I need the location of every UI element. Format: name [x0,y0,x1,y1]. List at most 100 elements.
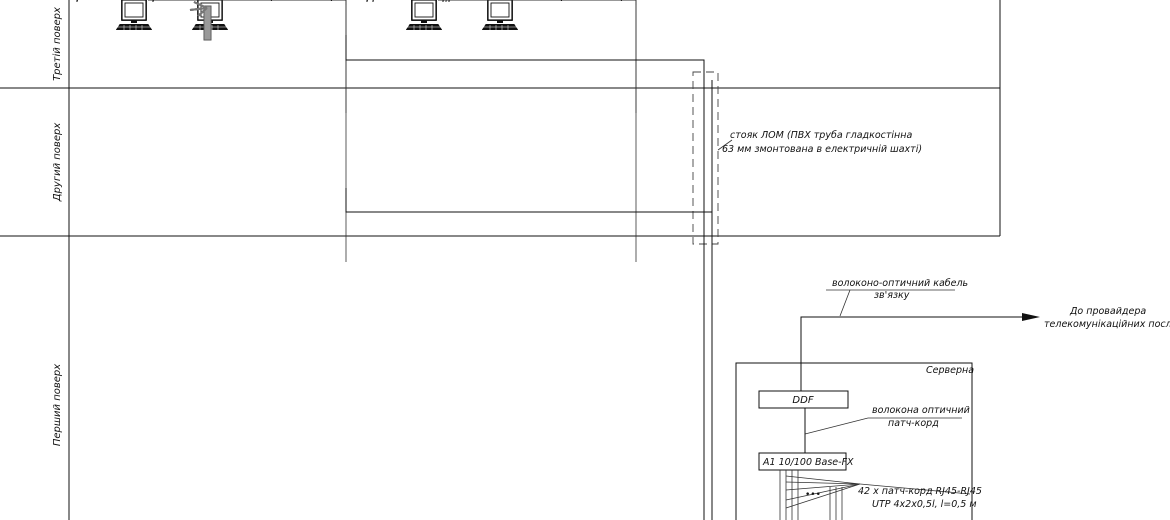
cable-id: DL-15 [240,0,267,3]
workstation: Прим. 75UTP 4x2x0,51DL-20.1 [145,0,346,41]
workstation: Прим. 16UTP 4x2x0,51DL-30 [69,0,346,31]
cable-type: UTP 4x2x0,51 [220,0,286,3]
cable-id: DL-04 [590,0,617,3]
switch-label: A1 10/100 Base-FX [762,457,854,468]
floor-label-2: Другий поверх [52,123,63,203]
room-label: Прим. 82 [145,0,190,3]
room-label: Прим. 9 [441,0,480,3]
cable-type: UTP 4x2x0,51 [510,0,576,3]
cable-id: DL-05 [530,0,557,3]
dots-label: ••• [805,490,821,500]
floor-frame [0,0,1001,520]
cable-id: DL-34 [530,0,557,3]
cable-type: UTP 4x2x0,51 [220,0,286,3]
workstation: Прим. 82UTP 4x2x0,51DL-16 [145,0,346,31]
server-room-title: Серверна [926,365,974,376]
room-label: Прим. 38 [359,0,404,3]
workstation: UTP 4x2x0,51DL-20.2 [189,0,346,41]
cable-id: DL-25 [590,0,617,3]
room-label: Прим. 21 [69,0,114,3]
cable-id: DL-35 [590,0,617,3]
workstation: Прим.21UTP 4x2x0,51DL-06 [438,0,636,31]
workstation: Прим. 19UTP 4x2x0,51DL-21 [145,0,346,41]
workstation: Прим. 11UTP 4x2x0,51DL-27 [435,0,636,31]
cable-id: DL-30 [240,0,267,3]
cable-type: UTP 4x2x0,51 [220,0,286,3]
workstation: Прим. 21UTP 4x2x0,51DL-40 [69,0,346,31]
patch-cord-line2: патч-корд [888,418,939,429]
room-label: Прим. 6 [365,0,404,3]
room-label: Прим. 7 [365,0,404,3]
room-label: Прим. 24 [359,0,404,3]
fiber-cable-line2: зв'язку [874,290,910,301]
cable-id: DL-20.1 [296,0,332,3]
room-label: Прим. 19 [145,0,190,3]
patch-cords-line1: 42 х патч-корд RJ45-RJ45 [858,486,982,497]
cable-id: DL-27 [590,0,617,3]
cable-id: DL-39 [300,0,327,3]
cable-id: DL-19 [240,0,267,3]
room-label: Прим. 39 [435,0,480,3]
workstation: Прим. 14UTP 4x2x0,51DL-39 [145,0,346,31]
workstation: Прим. 10UTP 4x2x0,51DL-26 [359,0,636,31]
cable-type: UTP 4x2x0,51 [280,0,346,3]
cable-id: DL-24 [530,0,557,3]
workstation: Прим. 40UTP 4x2x0,51DL-07 [359,0,636,31]
room-label: Прим. 75 [145,0,190,3]
cable-type: UTP 4x2x0,51 [280,0,346,3]
cable-type: UTP 4x2x0,51 [220,0,286,3]
room-label: Прим. 57 [359,0,404,3]
cable-id: DL-13 [240,0,267,3]
cable-id: DL-08 [590,0,617,3]
cable-type: UTP 4x2x0,51 [220,0,286,3]
room-label: Прим. 83 [69,0,114,3]
cable-type: UTP 4x2x0,51 [570,0,636,3]
workstation: Прим. 2UTP 4x2x0,51DL-24 [365,0,636,31]
cable-type: UTP 4x2x0,51 [220,0,286,3]
workstation: Прим. 6UTP 4x2x0,51DL-01 [365,0,636,31]
room-label: Прим. 8 [441,0,480,3]
workstation: Прим. 7UTP 4x2x0,51DL-34 [365,0,636,31]
workstation: Прим. 25UTP 4x2x0,51DL-31 [145,0,346,31]
floor-label-1: Перший поверх [52,364,63,446]
cable-id: DL-10 [590,0,617,3]
room-label: Прим. 84 [145,0,190,3]
room-label: Прим. 2 [365,0,404,3]
computer-icon [481,0,519,31]
room-label: Прим. 85 [69,0,114,3]
room-label: Прим. 23 [435,0,480,3]
cable-type: UTP 4x2x0,51 [220,0,286,3]
cable-id: DL-21 [300,0,327,3]
room-label: Прим. 80 [69,0,114,3]
cable-type: UTP 4x2x0,51 [570,0,636,3]
workstation: Прим. 9UTP 4x2x0,51DL-25 [441,0,636,31]
floor-label-3: Третій поверх [51,7,63,81]
cable-id: DL-31 [300,0,327,3]
workstation: Прим. 83UTP 4x2x0,51DL-17 [69,0,346,31]
room-label: Прим. 14 [145,0,190,3]
cable-type: UTP 4x2x0,51 [510,0,576,3]
cable-type: UTP 4x2x0,51 [570,0,636,3]
cable-id: DL-20.2 [296,0,332,3]
workstation: Прим. 7UTP 4x2x0,51DL-02 [441,0,636,31]
provider-line1: До провайдера [1069,306,1146,317]
cable-id: DL-02 [590,0,617,3]
cable-id: DL-17 [240,0,267,3]
room-label: Прим.21 [438,0,480,3]
riser-note-line2: 63 мм змонтована в електричній шахті) [722,144,922,155]
room-label: Прим. 40 [359,0,404,3]
workstation: Прим. 14UTP 4x2x0,51DL-29 [145,0,346,31]
cable-type: UTP 4x2x0,51 [510,0,576,3]
room-label: Прим. 14 [145,0,190,3]
ddf-label: DDF [792,395,813,406]
cable-id: DL-06 [590,0,617,3]
cable-id: DL-40 [240,0,267,3]
workstation: Прим. 58UTP 4x2x0,51DL-10 [435,0,636,31]
cable-id: DL-11 [530,0,557,3]
room-label: Прим. 11 [435,0,480,3]
cable-id: DL-09 [530,0,557,3]
workstation: Прим. 22UTP 4x2x0,51DL-05 [359,0,636,31]
workstation: Прим. 55UTP 4x2x0,51DL-13 [69,0,346,31]
workstation: Прим. 84UTP 4x2x0,51DL-18 [145,0,346,31]
